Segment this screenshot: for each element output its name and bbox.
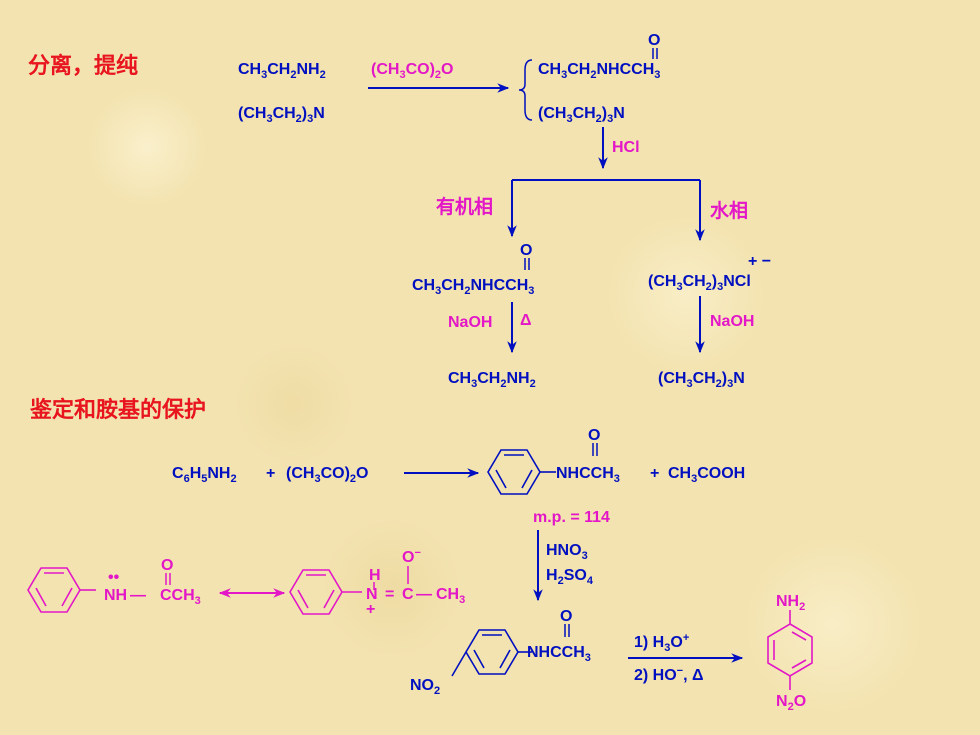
- salt-charges: + −: [748, 253, 771, 270]
- reagent-acetic-anhydride: (CH3CO)2O: [371, 61, 453, 81]
- resonance-h: H: [369, 567, 381, 584]
- carbonyl-oxygen-resonance: O: [161, 557, 173, 574]
- label-aqueous-phase: 水相: [710, 200, 748, 222]
- reagent-hcl: HCl: [612, 139, 640, 156]
- resonance-n: N: [366, 586, 378, 603]
- plus-sign-1: +: [266, 465, 275, 482]
- nitroaniline-ring: [767, 610, 813, 690]
- resonance-plus: +: [366, 601, 375, 618]
- step-base-hydrolysis: 2) HO−, Δ: [634, 665, 704, 684]
- label-organic-phase: 有机相: [436, 195, 493, 218]
- carbonyl-oxygen-acetanilide: O: [588, 427, 600, 444]
- resonance-acyl: CCH3: [160, 587, 201, 607]
- nitro-group: NO2: [410, 677, 440, 697]
- resonance-double-bond: =: [385, 586, 394, 603]
- reagent-naoh-left: NaOH: [448, 314, 492, 331]
- reactant-aniline: C6H5NH2: [172, 465, 237, 485]
- brace-products: [518, 59, 533, 121]
- final-ethylamine: CH3CH2NH2: [448, 370, 536, 390]
- carbonyl-oxygen-nitro: O: [560, 608, 572, 625]
- nitroacetanilide-group: NHCCH3: [527, 644, 591, 664]
- reagent-naoh-right: NaOH: [710, 313, 754, 330]
- heading-identification: 鉴定和胺基的保护: [29, 397, 206, 423]
- resonance-bond-1: —: [130, 587, 146, 604]
- resonance-bond-2: —: [416, 586, 432, 603]
- resonance-ring-left: [27, 567, 96, 613]
- triethylammonium-salt: (CH3CH2)3NCl: [648, 273, 751, 293]
- organic-amide: CH3CH2NHCCH3: [412, 277, 534, 297]
- plus-sign-2: +: [650, 465, 659, 482]
- resonance-o-minus: O−: [402, 547, 421, 566]
- melting-point: m.p. = 114: [533, 509, 610, 526]
- reactant-acetic-anhydride: (CH3CO)2O: [286, 465, 368, 485]
- heading-separation: 分离，提纯: [28, 53, 138, 79]
- product-acetic-acid: CH3COOH: [668, 465, 745, 485]
- acetanilide-group: NHCCH3: [556, 465, 620, 485]
- amine-ethylamine: CH3CH2NH2: [238, 61, 326, 81]
- resonance-nh: NH: [104, 587, 127, 604]
- amine-triethylamine: (CH3CH2)3N: [238, 105, 325, 125]
- product-n2o-group: N2O: [776, 693, 806, 713]
- heat-delta-left: Δ: [520, 312, 532, 329]
- reagent-hno3: HNO3: [546, 542, 588, 562]
- reagent-h2so4: H2SO4: [546, 567, 594, 587]
- resonance-ring-right: [289, 569, 362, 615]
- acetanilide-benzene-ring: [487, 449, 556, 495]
- nitroacetanilide-ring: [451, 629, 532, 677]
- final-triethylamine: (CH3CH2)3N: [658, 370, 745, 390]
- resonance-c: C: [402, 586, 414, 603]
- resonance-ch3: CH3: [436, 586, 465, 606]
- product-amino-group: NH2: [776, 593, 805, 613]
- product-amide: CH3CH2NHCCH3: [538, 61, 660, 81]
- step-acid-hydrolysis: 1) H3O+: [634, 632, 689, 654]
- resonance-lone-pair: ••: [108, 569, 120, 586]
- product-triethylamine: (CH3CH2)3N: [538, 105, 625, 125]
- carbonyl-oxygen-top: O: [648, 32, 660, 49]
- carbonyl-oxygen-organic: O: [520, 242, 532, 259]
